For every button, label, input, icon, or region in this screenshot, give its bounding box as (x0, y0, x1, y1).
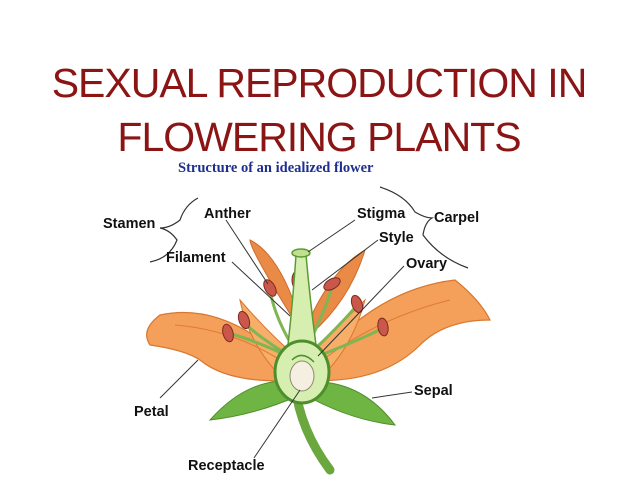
anthers (222, 270, 389, 343)
title-line-2: FLOWERING PLANTS (117, 114, 521, 160)
anther-1 (222, 323, 234, 343)
label-carpel: Carpel (434, 210, 480, 226)
ovule (289, 360, 315, 392)
style-leader (311, 239, 379, 291)
carpel-bracket (379, 186, 469, 269)
petal-leader (159, 359, 199, 399)
petal-left (146, 311, 301, 382)
label-style: Style (379, 230, 414, 246)
slide-title: SEXUAL REPRODUCTION IN FLOWERING PLANTS (0, 56, 638, 164)
label-stamen: Stamen (103, 216, 156, 232)
sepal-right (304, 381, 397, 426)
label-petal: Petal (134, 404, 169, 420)
label-ovary: Ovary (406, 256, 448, 272)
label-filament: Filament (166, 250, 226, 266)
sepal-leader (371, 391, 413, 399)
anther-7 (377, 317, 389, 337)
diagram-caption: Structure of an idealized flower (178, 160, 374, 176)
anther-5 (323, 277, 341, 291)
petal-right (304, 279, 491, 382)
label-sepal: Sepal (414, 383, 453, 399)
ovary-inner-curve (291, 354, 315, 363)
label-receptacle: Receptacle (188, 458, 265, 474)
label-anther: Anther (204, 206, 251, 222)
label-stigma: Stigma (357, 206, 406, 222)
anther-2 (237, 310, 251, 330)
receptacle-leader (253, 389, 301, 459)
stigma (291, 248, 311, 258)
stigma-leader (307, 219, 356, 253)
filament-leader (231, 261, 291, 317)
anther-leader (225, 219, 269, 285)
title-line-1: SEXUAL REPRODUCTION IN (51, 60, 588, 106)
stamen-bracket (149, 197, 199, 263)
leader-lines (159, 219, 413, 459)
style (287, 254, 317, 346)
sepal-left (208, 380, 301, 421)
ovary-leader (317, 265, 405, 357)
